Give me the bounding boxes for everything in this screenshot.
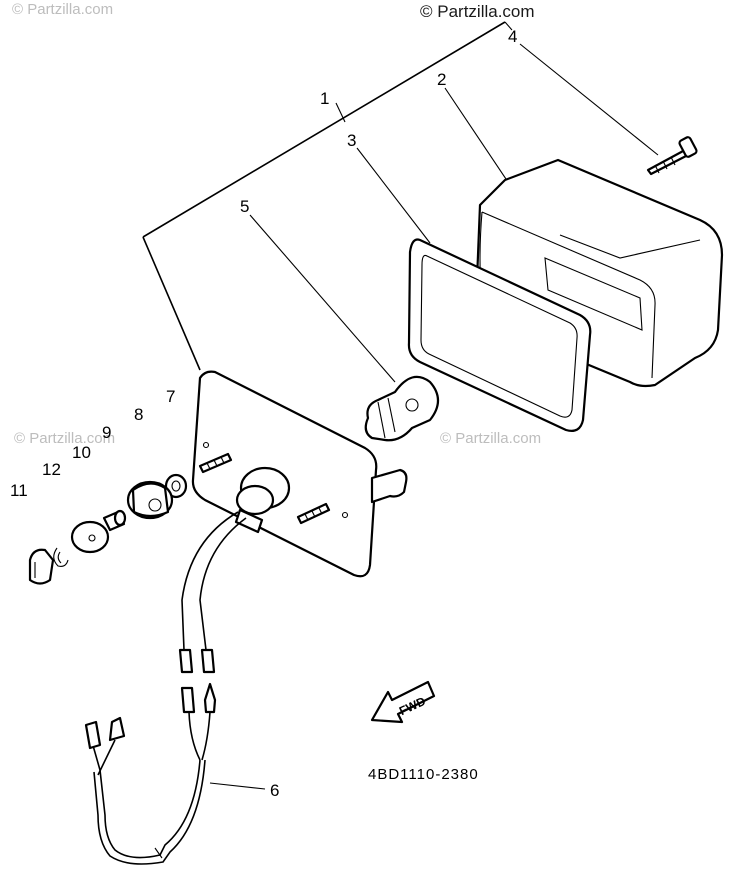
callout-5: 5 [240,197,249,216]
washer-10 [70,520,110,554]
base-plate-part [191,370,408,578]
callout-3: 3 [347,131,356,150]
callout-10: 10 [72,443,91,462]
wiring-harness-part [84,511,247,865]
watermark-mid-left: © Partzilla.com [14,430,115,447]
callout-7: 7 [166,387,175,406]
gasket-part [407,238,592,432]
callout-6: 6 [270,781,279,800]
callout-2: 2 [437,70,446,89]
watermark-top-left: © Partzilla.com [12,1,113,18]
callout-1: 1 [320,89,329,108]
assembly-bracket-lines [142,21,659,790]
callout-labels: 1 2 3 4 5 6 7 8 9 10 12 11 [10,27,517,800]
callout-12: 12 [42,460,61,479]
fwd-arrow: FWD [370,680,436,724]
screw-part [646,136,698,176]
lock-washer-7 [164,473,188,499]
callout-4: 4 [508,27,517,46]
callout-9: 9 [102,423,111,442]
lock-washer-12 [53,547,69,567]
callout-11: 11 [10,481,28,500]
hardware-parts [28,473,188,585]
bulb-part [364,375,440,442]
watermark-top-right: © Partzilla.com [420,2,535,21]
watermark-mid-right: © Partzilla.com [440,430,541,447]
diagram-code: 4BD1110-2380 [368,766,479,783]
callout-8: 8 [134,405,143,424]
nut-11 [28,548,55,585]
